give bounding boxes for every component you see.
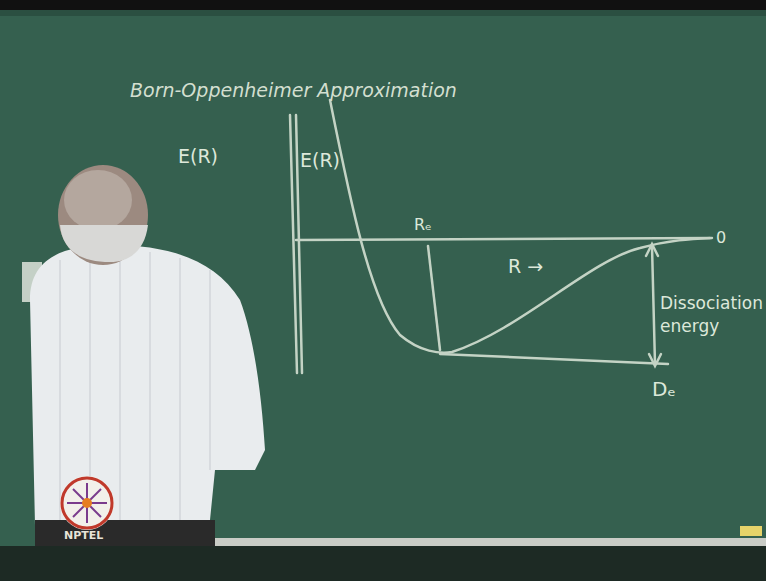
axis-label: E(R) bbox=[300, 150, 340, 171]
logo-text: NPTEL bbox=[64, 530, 103, 542]
equilibrium-label: Rₑ bbox=[414, 216, 432, 234]
axis-label: E(R) bbox=[178, 146, 218, 167]
zero-label: 0 bbox=[716, 229, 726, 247]
board-title: Born-Oppenheimer Approximation bbox=[130, 80, 457, 101]
energy-label: Dissociation energy bbox=[660, 292, 760, 338]
energy-symbol: Dₑ bbox=[652, 378, 676, 400]
axis-label: R → bbox=[508, 256, 543, 277]
